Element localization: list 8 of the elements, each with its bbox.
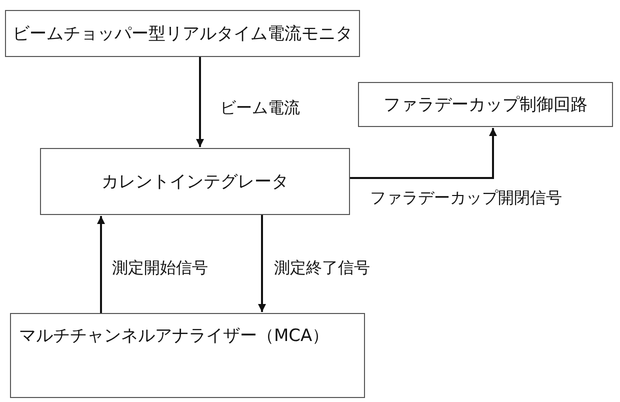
arrow [97, 216, 105, 313]
process-box: カレントインテグレータ [40, 148, 350, 215]
arrow [350, 128, 497, 179]
arrow [196, 57, 204, 147]
arrow [258, 215, 266, 312]
process-box: ビームチョッパー型リアルタイム電流モニタ [5, 10, 360, 57]
process-box: ファラデーカップ制御回路 [358, 82, 613, 127]
process-box: マルチチャンネルアナライザー（MCA） [10, 313, 365, 398]
